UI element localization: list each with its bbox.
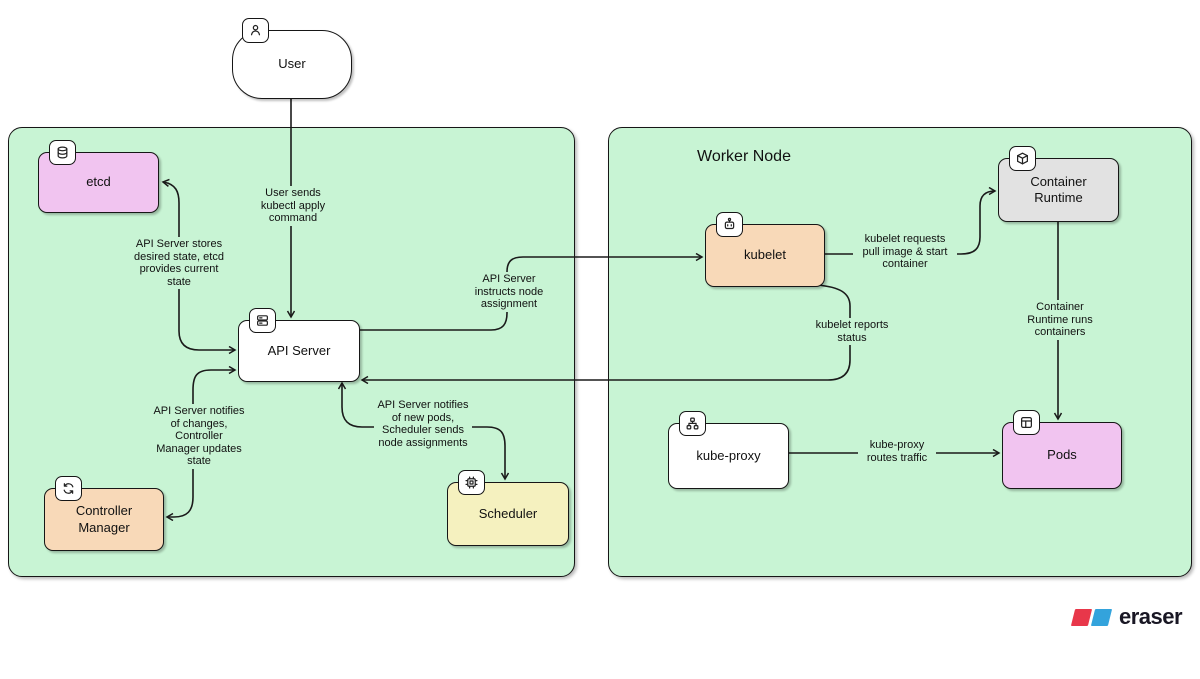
edge-label-proxy-routes: kube-proxy routes traffic [858, 438, 936, 466]
node-label: API Server [267, 342, 331, 358]
edge-label-api-controller-manager: API Server notifies of changes, Controll… [151, 404, 247, 469]
server-icon [249, 308, 276, 333]
node-label: kube-proxy [696, 447, 761, 463]
node-kubelet: kubelet [705, 212, 825, 287]
node-scheduler: Scheduler [447, 470, 569, 546]
eraser-wordmark: eraser [1119, 604, 1183, 629]
cpu-icon [458, 470, 485, 495]
edge-label-api-scheduler: API Server notifies of new pods, Schedul… [374, 398, 472, 451]
robot-icon [716, 212, 743, 237]
node-label: Scheduler [478, 505, 538, 521]
node-controller-manager: Controller Manager [44, 476, 164, 551]
cube-icon [1009, 146, 1036, 171]
refresh-icon [55, 476, 82, 501]
edge-label-api-etcd: API Server stores desired state, etcd pr… [127, 237, 231, 290]
node-container-runtime: Container Runtime [998, 146, 1119, 222]
edge-label-kubelet-requests: kubelet requests pull image & start cont… [853, 232, 957, 272]
node-etcd: etcd [38, 140, 159, 213]
node-label: Container Runtime [1030, 173, 1087, 205]
node-label: Pods [1047, 447, 1077, 463]
person-icon [242, 18, 269, 43]
edge-label-runtime-runs: Container Runtime runs containers [1018, 300, 1102, 340]
edge-kubelet-to-container-runtime [823, 191, 995, 255]
eraser-logo: eraser [1070, 604, 1183, 630]
edge-api-server-etcd [163, 182, 235, 350]
eraser-logo-blue-shape [1090, 608, 1113, 626]
node-api-server: API Server [238, 308, 360, 382]
worker-node-title: Worker Node [697, 148, 791, 165]
node-kube-proxy: kube-proxy [668, 411, 789, 489]
sitemap-icon [679, 411, 706, 436]
eraser-logo-red-shape [1070, 608, 1093, 626]
node-label: Controller Manager [75, 503, 133, 535]
edge-label-api-instructs: API Server instructs node assignment [466, 272, 552, 312]
node-label: etcd [86, 174, 111, 190]
node-label: kubelet [744, 247, 786, 263]
layout-icon [1013, 410, 1040, 435]
node-pods: Pods [1002, 410, 1122, 489]
edge-label-user-sends: User sends kubectl apply command [251, 186, 335, 226]
node-label: User [278, 56, 306, 72]
edge-kubelet-to-api-server [362, 284, 851, 380]
edge-label-kubelet-reports: kubelet reports status [808, 318, 896, 346]
node-user: User [232, 18, 352, 99]
database-icon [49, 140, 76, 165]
